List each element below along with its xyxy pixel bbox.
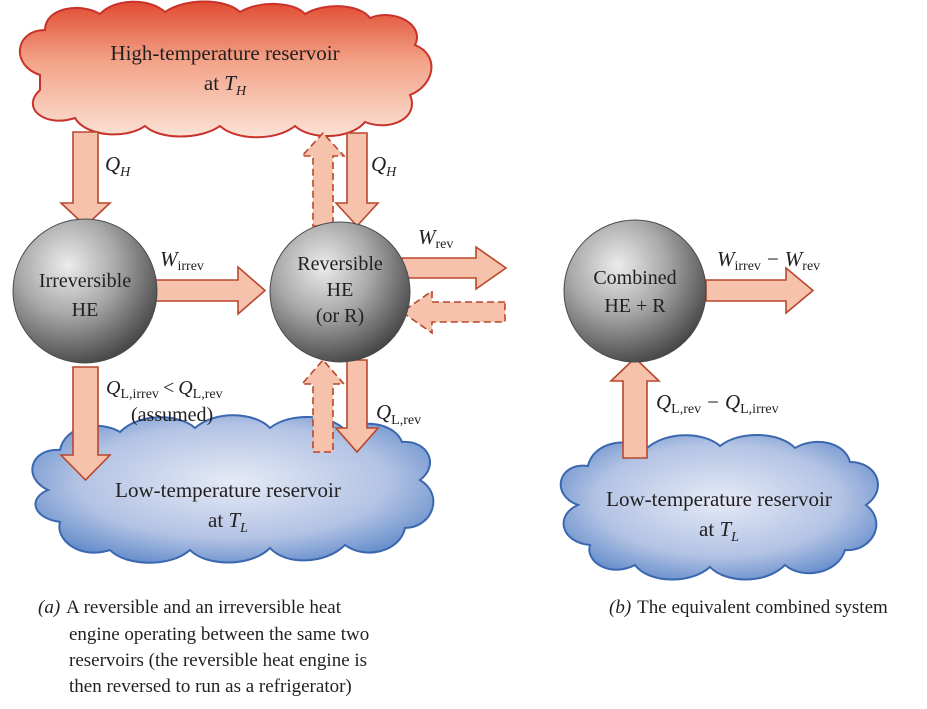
w-reversed-dashed-arrow (400, 289, 506, 335)
ql-rev-subscript: L,rev (391, 413, 421, 428)
qh-right-label: QH (371, 152, 397, 180)
w-irrev-arrow (151, 265, 267, 316)
w-net-a-symbol: W (717, 247, 737, 271)
w-rev-symbol: W (418, 225, 438, 249)
ql-comparison-label: QL,irrev<QL,rev (106, 377, 223, 402)
ql-rev-symbol: Q (376, 400, 391, 424)
w-rev-label: Wrev (418, 225, 453, 252)
caption-b: (b) The equivalent combined system (609, 597, 888, 618)
high-reservoir-t-subscript: H (235, 84, 247, 99)
reversible-engine-he: HE (327, 279, 354, 301)
q-net-label: QL,rev−QL,irrev (656, 390, 779, 417)
caption-b-text: The equivalent combined system (637, 597, 888, 618)
w-net-b-symbol: W (785, 247, 805, 271)
combined-engine: Combined HE + R (563, 219, 707, 363)
high-reservoir-t-symbol: T (224, 71, 237, 95)
low-reservoir-right-at: at (699, 517, 719, 541)
high-reservoir-cloud-shape (19, 0, 433, 139)
ql-irrev-arrow (59, 366, 112, 482)
ql-rev-cmp-symbol: Q (178, 377, 193, 399)
q-net-a-symbol: Q (656, 390, 671, 414)
reversible-engine: Reversible HE (or R) (269, 221, 411, 363)
qh-right-symbol: Q (371, 152, 386, 176)
caption-b-line: (b) The equivalent combined system (609, 597, 888, 618)
irreversible-engine: Irreversible HE (12, 218, 158, 364)
w-rev-subscript: rev (436, 237, 454, 252)
ql-irrev-symbol: Q (106, 377, 121, 399)
w-net-arrow (705, 266, 815, 315)
caption-a-tag: (a) (38, 597, 60, 618)
low-reservoir-right-title: Low-temperature reservoir (606, 487, 832, 511)
high-reservoir-at: at (204, 71, 224, 95)
w-net-label: Wirrev−Wrev (717, 247, 820, 274)
ql-rev-arrow (334, 359, 380, 454)
qh-right-subscript: H (385, 165, 397, 180)
low-reservoir-left-cloud-shape (31, 414, 435, 564)
high-temperature-reservoir: High-temperature reservoir at TH (19, 0, 433, 139)
q-net-arrow (609, 356, 661, 459)
high-reservoir-temp: at TH (204, 71, 247, 99)
combined-engine-he-r: HE + R (604, 295, 666, 317)
w-net-b-subscript: rev (802, 259, 820, 274)
qh-left-label: QH (105, 152, 131, 180)
qh-left-arrow (58, 131, 113, 228)
reversible-engine-label: Reversible (297, 253, 383, 275)
w-irrev-label: Wirrev (160, 247, 204, 274)
ql-rev-cmp-subscript: L,rev (193, 387, 223, 402)
reversible-engine-or-r: (or R) (316, 305, 364, 327)
caption-a-line2: engine operating between the same two (69, 624, 369, 645)
caption-a-line1-text: A reversible and an irreversible heat (66, 597, 342, 618)
q-net-b-subscript: L,irrev (740, 402, 778, 417)
low-reservoir-left-title: Low-temperature reservoir (115, 478, 341, 502)
caption-b-tag: (b) (609, 597, 631, 618)
caption-a-line4: then reversed to run as a refrigerator) (69, 676, 352, 697)
qh-left-symbol: Q (105, 152, 120, 176)
qh-left-subscript: H (119, 165, 131, 180)
caption-a: (a) A reversible and an irreversible heat… (38, 597, 369, 697)
qh-reversed-dashed-arrow (300, 131, 346, 227)
low-reservoir-left-t-subscript: L (239, 521, 248, 536)
irreversible-engine-label: Irreversible (39, 270, 131, 292)
irreversible-engine-sphere (12, 218, 158, 364)
ql-irrev-subscript: L,irrev (120, 387, 158, 402)
low-reservoir-left-t-symbol: T (228, 508, 241, 532)
w-irrev-symbol: W (160, 247, 180, 271)
irreversible-engine-he: HE (72, 299, 99, 321)
low-reservoir-right-t-symbol: T (719, 517, 732, 541)
ql-reversed-dashed-arrow (300, 358, 346, 453)
caption-a-line3: reservoirs (the reversible heat engine i… (69, 650, 367, 671)
low-reservoir-right-temp: at TL (699, 517, 739, 545)
w-irrev-subscript: irrev (178, 259, 204, 274)
w-net-minus: − (767, 247, 779, 271)
q-net-minus: − (707, 390, 719, 414)
q-net-a-subscript: L,rev (671, 402, 701, 417)
q-net-b-symbol: Q (725, 390, 740, 414)
ql-rev-label: QL,rev (376, 400, 421, 428)
caption-a-line1: (a) A reversible and an irreversible heat (38, 597, 342, 618)
low-temperature-reservoir-right: Low-temperature reservoir at TL (559, 434, 879, 581)
combined-engine-label: Combined (593, 267, 676, 289)
qh-right-arrow (334, 132, 380, 228)
assumed-label: (assumed) (131, 404, 213, 426)
low-reservoir-right-t-subscript: L (730, 530, 739, 545)
low-reservoir-left-temp: at TL (208, 508, 248, 536)
w-net-a-subscript: irrev (735, 259, 761, 274)
w-rev-arrow (401, 245, 508, 291)
combined-engine-sphere (563, 219, 707, 363)
ql-less-than: < (163, 377, 174, 399)
reversible-engine-sphere (269, 221, 411, 363)
low-reservoir-left-at: at (208, 508, 228, 532)
high-reservoir-title: High-temperature reservoir (110, 41, 339, 65)
low-temperature-reservoir-left: Low-temperature reservoir at TL (31, 414, 435, 564)
